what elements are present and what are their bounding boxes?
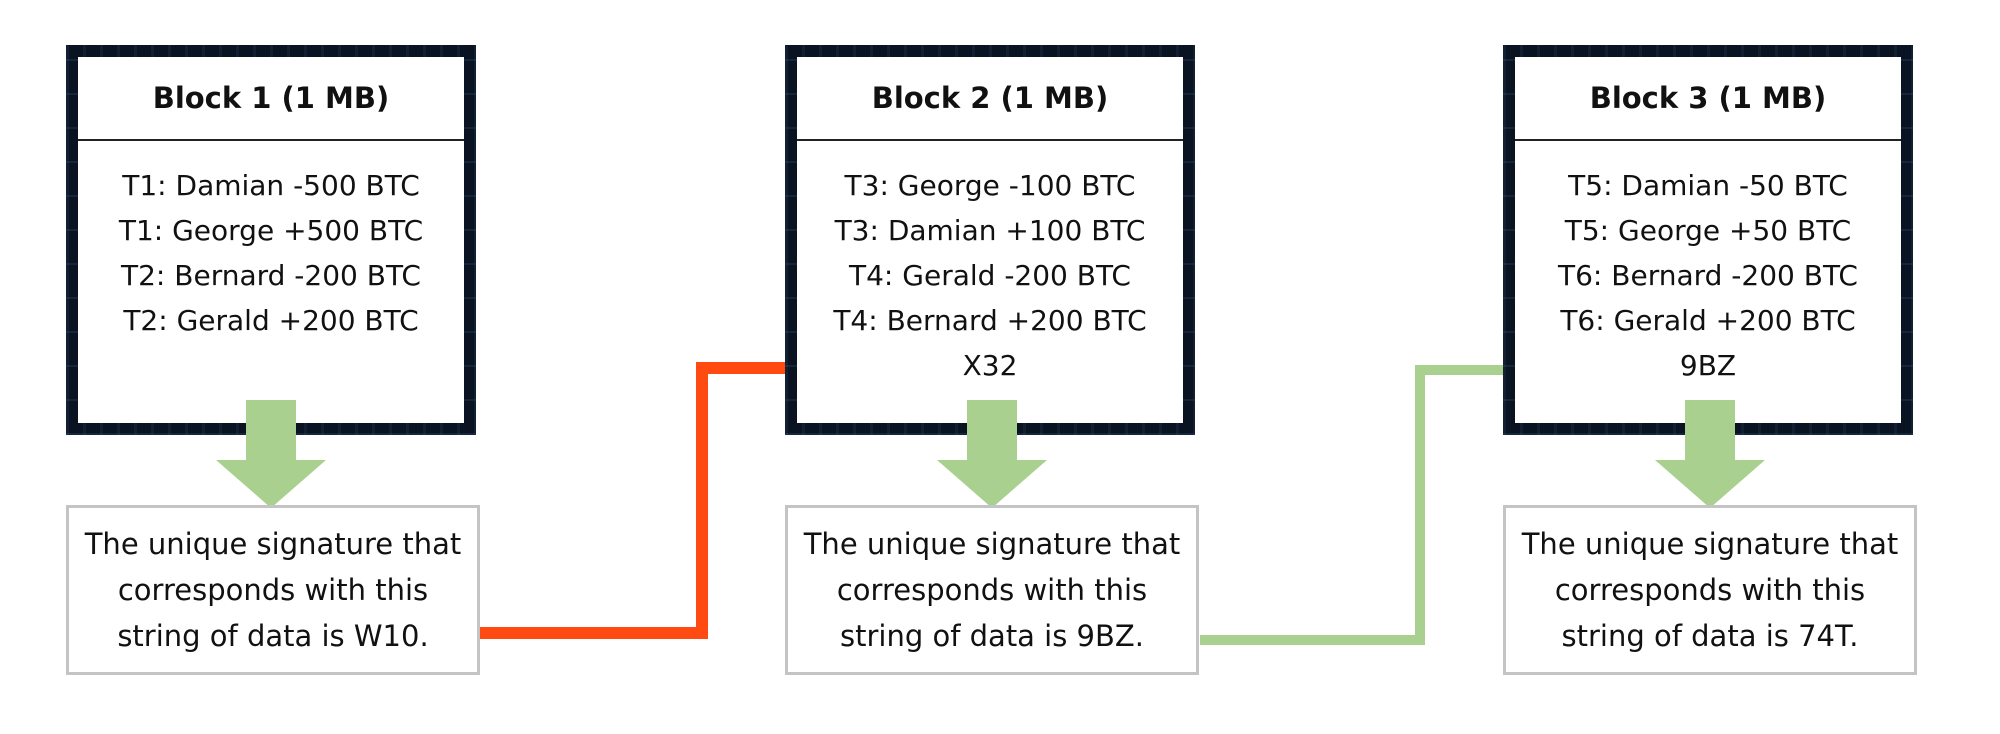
previous-signature: 9BZ [1679,349,1737,382]
transaction-line: T2: Gerald +200 BTC [123,304,419,337]
block-3-title: Block 3 (1 MB) [1515,57,1901,141]
previous-signature: X32 [962,349,1018,382]
signature-text: The unique signature that corresponds wi… [803,527,1181,653]
block-3: Block 3 (1 MB) T5: Damian -50 BTC T5: Ge… [1503,45,1913,435]
block-3-transactions: T5: Damian -50 BTC T5: George +50 BTC T6… [1515,141,1901,388]
block-1-card: Block 1 (1 MB) T1: Damian -500 BTC T1: G… [78,57,464,423]
signature-box-block-1: The unique signature that corresponds wi… [66,505,480,675]
transaction-line: T5: George +50 BTC [1564,214,1852,247]
signature-text: The unique signature that corresponds wi… [84,527,462,653]
down-arrow-icon [1655,400,1765,508]
transaction-line: T4: Gerald -200 BTC [849,259,1131,292]
transaction-line: T5: Damian -50 BTC [1568,169,1848,202]
down-arrow-icon [937,400,1047,508]
block-1: Block 1 (1 MB) T1: Damian -500 BTC T1: G… [66,45,476,435]
block-2: Block 2 (1 MB) T3: George -100 BTC T3: D… [785,45,1195,435]
signature-box-block-3: The unique signature that corresponds wi… [1503,505,1917,675]
signature-text: The unique signature that corresponds wi… [1521,527,1899,653]
transaction-line: T3: Damian +100 BTC [834,214,1146,247]
transaction-line: T1: Damian -500 BTC [122,169,420,202]
block-2-card: Block 2 (1 MB) T3: George -100 BTC T3: D… [797,57,1183,423]
transaction-line: T3: George -100 BTC [844,169,1136,202]
block-2-transactions: T3: George -100 BTC T3: Damian +100 BTC … [797,141,1183,388]
transaction-line: T2: Bernard -200 BTC [121,259,421,292]
transaction-line: T6: Bernard -200 BTC [1558,259,1858,292]
block-2-title: Block 2 (1 MB) [797,57,1183,141]
transaction-line: T4: Bernard +200 BTC [833,304,1147,337]
down-arrow-icon [216,400,326,508]
block-3-card: Block 3 (1 MB) T5: Damian -50 BTC T5: Ge… [1515,57,1901,423]
block-1-title: Block 1 (1 MB) [78,57,464,141]
transaction-line: T1: George +500 BTC [118,214,424,247]
transaction-line: T6: Gerald +200 BTC [1560,304,1856,337]
block-1-transactions: T1: Damian -500 BTC T1: George +500 BTC … [78,141,464,343]
signature-box-block-2: The unique signature that corresponds wi… [785,505,1199,675]
